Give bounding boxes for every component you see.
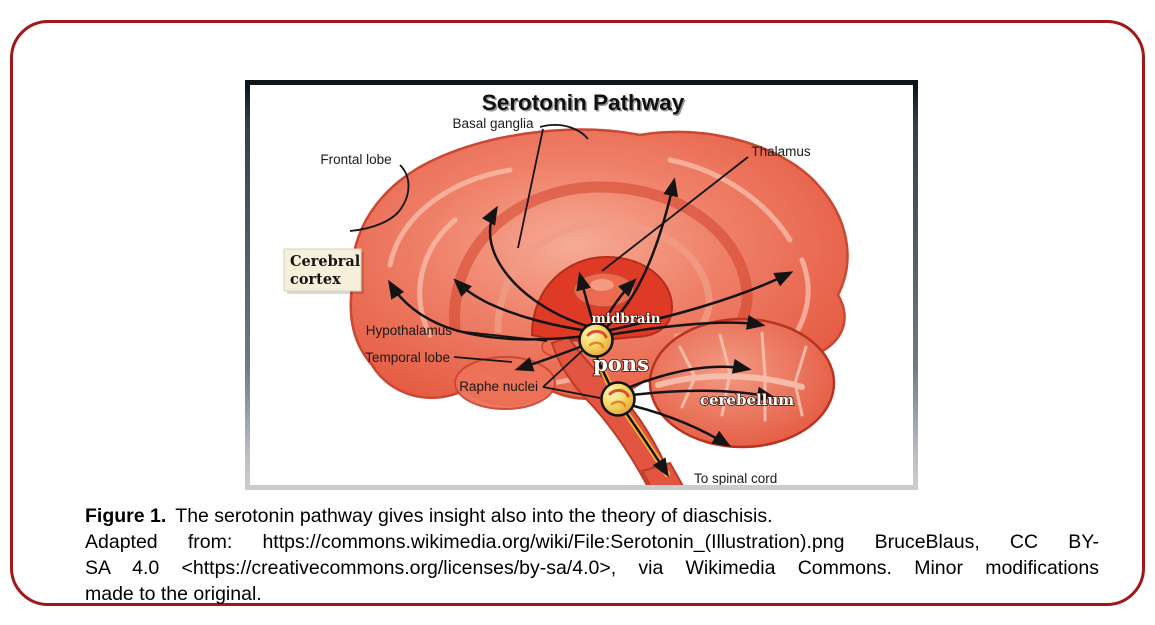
label-midbrain: midbrain <box>591 311 660 327</box>
label-cerebral-cortex-line2: cortex <box>290 271 341 288</box>
label-thalamus: Thalamus <box>751 144 811 159</box>
serotonin-pathway-diagram: Cerebral cortex Basal ganglia Frontal lo… <box>283 90 849 485</box>
label-pons: pons <box>593 351 649 376</box>
label-cerebral-cortex-line1: Cerebral <box>290 253 361 270</box>
gyri-texture <box>387 157 811 387</box>
diagram-title: Serotonin Pathway <box>482 90 685 115</box>
figure-caption: Figure 1. The serotonin pathway gives ins… <box>85 503 1099 607</box>
raphe-nucleus-node-pons <box>600 381 636 417</box>
brain-illustration: Cerebral cortex Basal ganglia Frontal lo… <box>245 80 918 490</box>
label-to-spinal-cord: To spinal cord <box>694 471 777 485</box>
label-frontal-lobe: Frontal lobe <box>320 152 391 167</box>
label-temporal-lobe: Temporal lobe <box>365 350 450 365</box>
cerebellum-shape <box>648 317 836 449</box>
caption-line-4: made to the original. <box>85 583 262 605</box>
figure-panel: Cerebral cortex Basal ganglia Frontal lo… <box>10 20 1145 606</box>
label-cerebellum: cerebellum <box>700 391 794 409</box>
label-pointer-lines <box>349 124 749 399</box>
label-basal-ganglia: Basal ganglia <box>452 116 534 131</box>
figure-number-label: Figure 1. <box>85 505 167 527</box>
label-raphe-nuclei: Raphe nuclei <box>459 379 538 394</box>
caption-title-text: The serotonin pathway gives insight also… <box>175 505 773 527</box>
caption-line-2: Adapted from: https://commons.wikimedia.… <box>85 531 1099 553</box>
arbor-vitae-texture <box>655 331 808 422</box>
raphe-nucleus-node-midbrain <box>578 322 614 358</box>
label-hypothalamus: Hypothalamus <box>366 323 453 338</box>
diagram-title-shadow: Serotonin Pathway <box>483 92 686 117</box>
caption-line-3: SA 4.0 <https://creativecommons.org/lice… <box>85 557 1099 579</box>
caption-line-1: Figure 1. The serotonin pathway gives ins… <box>85 503 1099 529</box>
cerebral-cortex-label-box: Cerebral cortex <box>283 248 364 294</box>
